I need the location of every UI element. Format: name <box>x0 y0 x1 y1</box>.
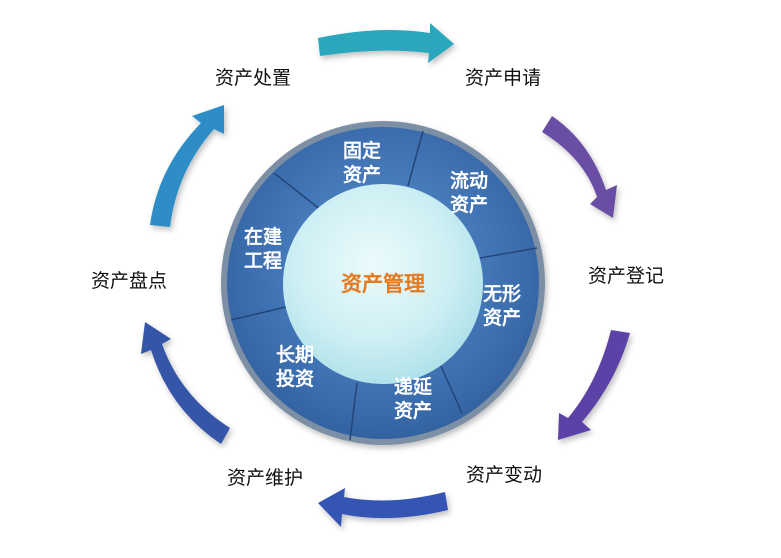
category-line1: 在建 <box>244 225 282 248</box>
arrow-down-right-icon <box>542 116 617 218</box>
arrow-up-right-icon <box>150 105 224 227</box>
divider-4 <box>439 363 463 414</box>
arrow-up-left-icon <box>141 322 230 444</box>
divider-6 <box>230 306 287 321</box>
category-line1: 长期 <box>276 344 314 366</box>
category-line1: 递延 <box>394 375 433 398</box>
divider-5 <box>349 382 358 441</box>
hub-label: 资产管理 <box>341 272 425 296</box>
category-line1: 固定 <box>343 139 381 162</box>
category-line2: 工程 <box>244 250 282 272</box>
divider-3 <box>479 247 538 259</box>
step-label-change: 资产变动 <box>466 464 543 486</box>
category-line2: 资产 <box>394 399 432 422</box>
cycle-arrows <box>141 23 630 527</box>
step-label-register: 资产登记 <box>588 265 665 287</box>
arrow-right-icon <box>318 23 454 63</box>
divider-2 <box>407 130 424 187</box>
category-line2: 资产 <box>483 306 521 329</box>
category-line2: 资产 <box>343 163 381 186</box>
category-line1: 无形 <box>483 283 521 305</box>
category-segment-fixed-assets: 固定 资产 <box>343 139 381 186</box>
ring-dividers <box>230 130 538 441</box>
category-segment-current-assets: 流动 资产 <box>450 169 488 216</box>
category-segment-long-term-investment: 长期 投资 <box>276 344 314 390</box>
category-line2: 投资 <box>276 367 314 390</box>
step-label-apply: 资产申请 <box>465 67 542 89</box>
step-label-disposal: 资产处置 <box>215 67 292 89</box>
arrow-down-left-icon <box>558 330 630 440</box>
step-label-maintain: 资产维护 <box>227 467 304 489</box>
category-line1: 流动 <box>450 169 488 192</box>
divider-1 <box>273 172 322 211</box>
hub-circle <box>283 184 483 384</box>
category-line2: 资产 <box>450 193 488 216</box>
arrow-left-icon <box>318 488 448 527</box>
category-segment-deferred-assets: 递延 资产 <box>394 375 433 422</box>
category-segment-construction-in-progress: 在建 工程 <box>244 225 282 272</box>
step-label-inventory: 资产盘点 <box>91 270 168 292</box>
category-segment-intangible-assets: 无形 资产 <box>483 283 521 329</box>
